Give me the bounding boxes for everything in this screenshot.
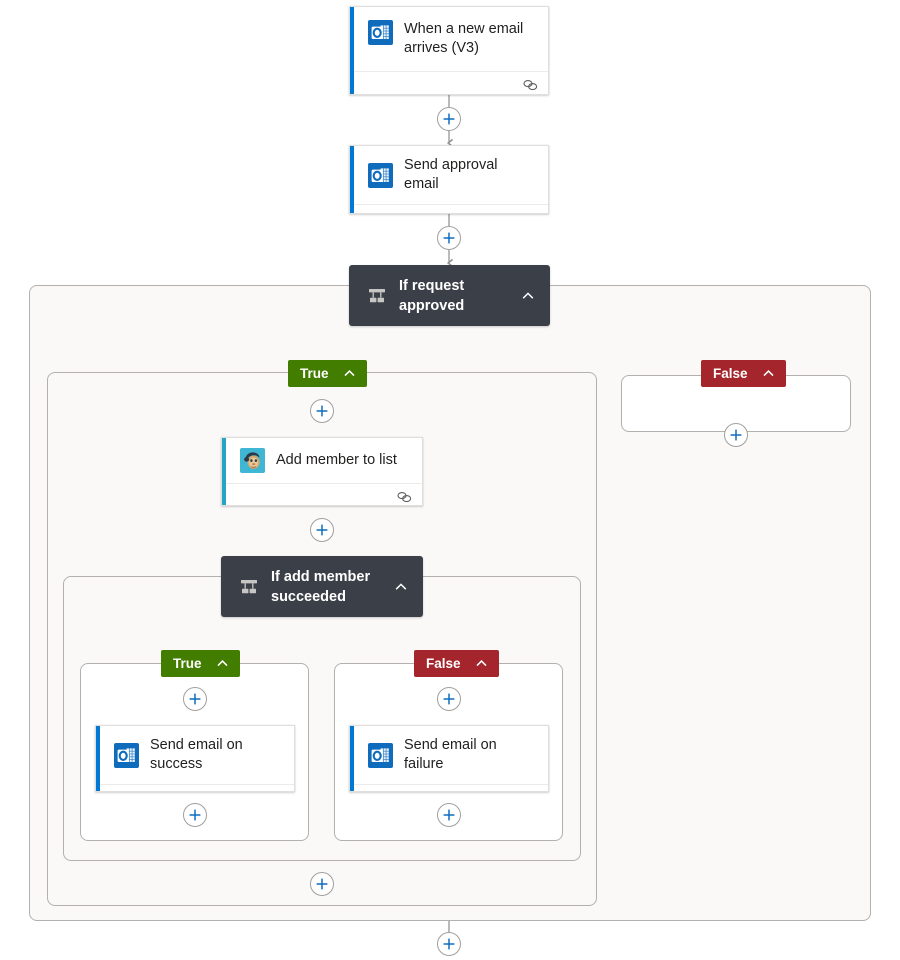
- card-send-email-on-success[interactable]: Send email on success: [95, 725, 295, 792]
- add-step-after-send-email-success-button[interactable]: [183, 803, 207, 827]
- branch-badge-outer-true[interactable]: True: [288, 360, 367, 387]
- card-title: Send approval email: [404, 157, 498, 192]
- card-accent-bar: [96, 726, 100, 791]
- add-step-after-send-approval-button[interactable]: [437, 226, 461, 250]
- connector-link-icon[interactable]: [269, 791, 284, 792]
- outlook-icon: [368, 742, 393, 768]
- card-accent-bar: [350, 726, 354, 791]
- connector-link-icon[interactable]: [523, 211, 538, 213]
- outlook-icon: [368, 162, 393, 188]
- card-footer: [350, 71, 548, 94]
- chevron-up-icon[interactable]: [474, 656, 489, 671]
- add-step-outer-true-bottom-button[interactable]: [310, 872, 334, 896]
- branch-label: True: [173, 656, 202, 671]
- chevron-up-icon[interactable]: [342, 366, 357, 381]
- add-step-after-send-email-failure-button[interactable]: [437, 803, 461, 827]
- branch-badge-outer-false[interactable]: False: [701, 360, 786, 387]
- card-title: Add member to list: [276, 452, 397, 468]
- outlook-icon: [368, 20, 393, 45]
- chevron-up-icon[interactable]: [520, 288, 536, 304]
- add-step-after-add-member-button[interactable]: [310, 518, 334, 542]
- card-send-email-on-failure[interactable]: Send email on failure: [349, 725, 549, 792]
- add-step-after-trigger-button[interactable]: [437, 107, 461, 131]
- branch-badge-inner-true[interactable]: True: [161, 650, 240, 677]
- add-step-before-send-email-failure-button[interactable]: [437, 687, 461, 711]
- add-step-outer-false-branch-button[interactable]: [724, 423, 748, 447]
- branch-badge-inner-false[interactable]: False: [414, 650, 499, 677]
- card-send-approval-email[interactable]: Send approval email: [349, 145, 549, 214]
- card-title: Send email on success: [150, 737, 243, 772]
- add-step-before-add-member-button[interactable]: [310, 399, 334, 423]
- card-accent-bar: [350, 7, 354, 94]
- card-add-member-to-list[interactable]: Add member to list: [221, 437, 423, 506]
- condition-if-add-member-succeeded[interactable]: If add member succeeded: [221, 556, 423, 617]
- condition-if-request-approved[interactable]: If request approved: [349, 265, 550, 326]
- card-title: Send email on failure: [404, 737, 497, 772]
- card-footer: [350, 784, 548, 792]
- card-footer: [350, 204, 548, 213]
- connector-link-icon[interactable]: [397, 490, 412, 503]
- branch-label: False: [713, 366, 748, 381]
- condition-icon: [239, 577, 259, 597]
- card-footer: [222, 483, 422, 505]
- condition-title: If add member succeeded: [271, 568, 371, 605]
- mailchimp-icon: [240, 448, 265, 473]
- connector-link-icon[interactable]: [523, 78, 538, 91]
- branch-label: False: [426, 656, 461, 671]
- branch-label: True: [300, 366, 329, 381]
- card-when-a-new-email-arrives[interactable]: When a new email arrives (V3): [349, 6, 549, 95]
- connector-link-icon[interactable]: [523, 791, 538, 792]
- card-accent-bar: [222, 438, 226, 505]
- condition-title: If request approved: [399, 277, 465, 314]
- outlook-icon: [114, 742, 139, 768]
- condition-icon: [367, 286, 387, 306]
- add-step-before-send-email-success-button[interactable]: [183, 687, 207, 711]
- card-footer: [96, 784, 294, 792]
- card-accent-bar: [350, 146, 354, 213]
- add-step-flow-bottom-button[interactable]: [437, 932, 461, 956]
- card-title: When a new email arrives (V3): [404, 21, 524, 56]
- chevron-up-icon[interactable]: [215, 656, 230, 671]
- chevron-up-icon[interactable]: [761, 366, 776, 381]
- chevron-up-icon[interactable]: [393, 579, 409, 595]
